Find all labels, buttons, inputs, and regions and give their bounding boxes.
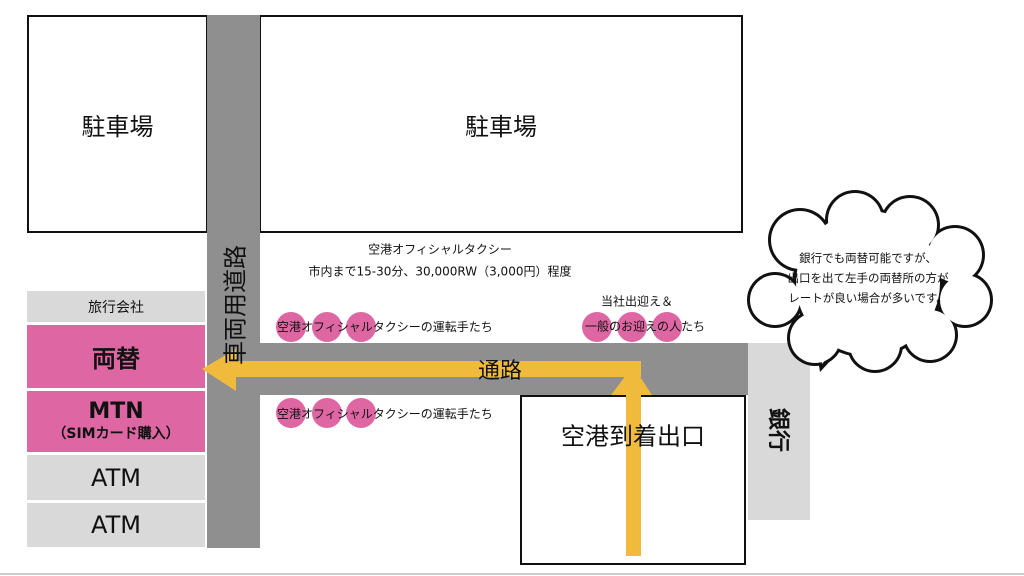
pickup-marker <box>617 312 647 342</box>
arrival-exit-label: 空港到着出口 <box>561 422 705 451</box>
exchange-label: 両替 <box>92 345 140 373</box>
bubble-line1: 銀行でも両替可能ですが、 <box>799 251 937 265</box>
pickup-marker <box>582 312 612 342</box>
taxi-driver-marker <box>276 312 306 342</box>
taxi-driver-marker <box>346 312 376 342</box>
taxi-info-line1: 空港オフィシャルタクシー <box>368 242 512 257</box>
bank <box>748 343 810 520</box>
walkway-label: 通路 <box>477 359 523 384</box>
arrow-horizontal-shaft <box>232 361 641 377</box>
parking-main-label: 駐車場 <box>465 112 537 141</box>
taxi-info-line2: 市内まで15-30分、30,000RW（3,000円）程度 <box>308 264 572 279</box>
parking-left: 駐車場 <box>27 15 208 233</box>
bubble-line3: レートが良い場合が多いです。 <box>788 291 948 305</box>
parking-main: 駐車場 <box>259 15 743 233</box>
travel-agency-label: 旅行会社 <box>88 299 144 316</box>
speech-bubble-shape <box>747 190 993 373</box>
atm-1-label: ATM <box>91 463 141 492</box>
taxi-driver-marker <box>276 398 306 428</box>
travel-agency: 旅行会社 <box>27 291 205 322</box>
mtn-label: MTN <box>88 398 144 424</box>
bubble-line2: 出口を出て左手の両替所の方が <box>787 271 949 285</box>
pickup-label-line1: 当社出迎え＆ <box>600 294 674 309</box>
taxi-drivers-label-bottom: 空港オフィシャルタクシーの運転手たち <box>277 407 493 421</box>
route-arrow <box>202 349 652 556</box>
atm-1: ATM <box>27 455 205 500</box>
atm-2: ATM <box>27 503 205 547</box>
pickup-label-line2: 一般のお迎えの人たち <box>584 319 706 334</box>
people-markers <box>276 312 682 428</box>
pickup-marker <box>652 312 682 342</box>
vehicle-road <box>207 15 260 548</box>
taxi-driver-marker <box>312 398 342 428</box>
currency-exchange: 両替 <box>27 325 205 388</box>
mtn-shop: MTN （SIMカード購入） <box>27 391 205 452</box>
mtn-sub-label: （SIMカード購入） <box>52 425 180 442</box>
arrow-left-head <box>202 349 236 391</box>
bank-label: 銀行 <box>765 407 790 453</box>
taxi-drivers-label-top: 空港オフィシャルタクシーの運転手たち <box>277 320 493 334</box>
arrow-up-head <box>611 366 652 395</box>
parking-left-label: 駐車場 <box>81 112 154 141</box>
taxi-driver-marker <box>312 312 342 342</box>
taxi-driver-marker <box>346 398 376 428</box>
atm-2-label: ATM <box>91 511 141 539</box>
vehicle-road-label: 車両用道路 <box>221 245 250 365</box>
arrow-vertical-shaft <box>626 378 641 556</box>
